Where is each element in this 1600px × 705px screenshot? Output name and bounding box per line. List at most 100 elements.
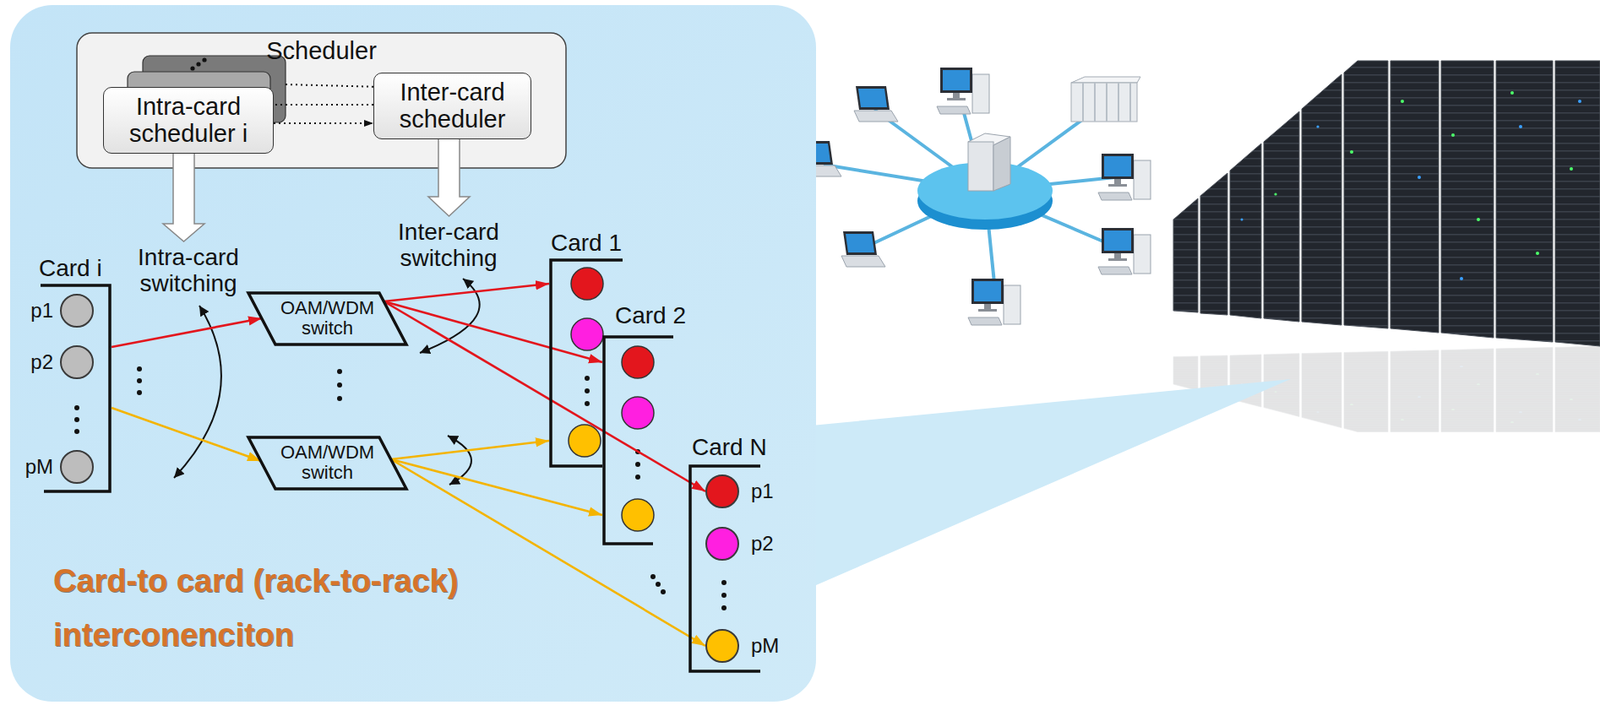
- scheduler-box: SchedulerIntra-card scheduler iInter-car…: [76, 32, 566, 169]
- dot: [195, 61, 201, 66]
- rack: [1263, 111, 1300, 322]
- rack: [1301, 74, 1342, 326]
- rack: [1441, 60, 1494, 338]
- double-arrow: [419, 278, 480, 354]
- node-text: Card-to card (rack-to-rack) interconenci…: [53, 555, 577, 664]
- rack-leds: [1240, 99, 1583, 281]
- annotation-label: Intra-card switching: [137, 244, 240, 297]
- port-circle: [571, 318, 604, 351]
- network-illustration: [797, 67, 1151, 326]
- port-circle: [571, 267, 604, 300]
- hollow-arrow: [428, 137, 470, 217]
- annotation-label: Inter-card switching: [397, 218, 500, 272]
- laptop-icon: [854, 86, 898, 122]
- port-circle: pM: [25, 450, 94, 485]
- node-text: pM: [751, 634, 779, 659]
- dot: [584, 388, 590, 394]
- computer-icon: [936, 67, 990, 115]
- dot: [337, 382, 343, 388]
- dot: [74, 429, 80, 435]
- rack: [1390, 60, 1439, 333]
- connector-arrow: [391, 440, 550, 460]
- node-text: OAM/WDM switch: [272, 442, 383, 484]
- card-bracket: Card 2: [602, 302, 700, 548]
- dot: [337, 369, 343, 375]
- card-outline: [549, 229, 626, 470]
- rack-leds: [1273, 91, 1573, 256]
- ellipsis-dots: [190, 57, 207, 71]
- server-box: [993, 136, 1011, 191]
- connector-arrow: [273, 122, 374, 125]
- port-circle-shape: [59, 345, 94, 380]
- callout-panel-fill: [10, 5, 817, 703]
- switch-box: OAM/WDM switch: [248, 293, 407, 345]
- card-bracket: Card N p1 p2 pM: [688, 434, 792, 675]
- led: [1417, 175, 1421, 180]
- port-circle-shape: [59, 293, 94, 328]
- connector-arrow: [384, 283, 550, 302]
- intra-scheduler-box: Intra-card scheduler i: [103, 87, 274, 154]
- port-circle: p2: [30, 345, 94, 380]
- connector-arrow: [384, 301, 603, 363]
- annotation-holder: Intra-card switching: [116, 244, 261, 298]
- node-text: Scheduler: [76, 32, 566, 66]
- dot: [136, 366, 142, 372]
- node-text: p1: [751, 479, 774, 504]
- node-text: p1: [30, 299, 54, 323]
- dot: [721, 605, 727, 611]
- led: [1400, 99, 1405, 104]
- computer-icon: [1098, 228, 1151, 275]
- dotted-arrow: [270, 103, 383, 106]
- dot: [721, 580, 727, 586]
- led: [1349, 150, 1354, 154]
- card-bracket: Card i p1 p2 pM: [21, 255, 112, 496]
- port-circle: [568, 424, 601, 458]
- card-bracket-line: [690, 466, 761, 672]
- dot: [74, 417, 80, 423]
- callout-pointer: [802, 379, 1291, 592]
- dot: [584, 401, 590, 407]
- led: [1518, 125, 1523, 129]
- card-outline: [602, 302, 700, 548]
- dot: [74, 405, 80, 411]
- led: [1569, 167, 1573, 171]
- switch-shape: [248, 293, 407, 345]
- port-circle-shape: [59, 450, 94, 485]
- node-text: p2: [751, 532, 774, 556]
- network-spokes: [823, 108, 1116, 292]
- dot: [655, 582, 661, 588]
- node-text: Card 1: [550, 229, 626, 257]
- rack: [1555, 60, 1600, 347]
- server-box: [968, 141, 994, 191]
- hollow-arrow: [163, 152, 205, 242]
- card-bracket-line: [604, 337, 674, 545]
- dot: [635, 474, 641, 480]
- rack: [1173, 198, 1198, 313]
- switch-box: OAM/WDM switch: [248, 437, 407, 490]
- laptop-icon: [841, 231, 886, 267]
- node-text: pM: [25, 455, 54, 479]
- node-text: Card i: [38, 255, 112, 283]
- led: [1476, 217, 1481, 222]
- rack: [1344, 60, 1388, 329]
- switch-shape: [248, 437, 407, 490]
- port-circle: pM: [705, 629, 779, 664]
- node-text: Card N: [691, 434, 792, 462]
- connector-arrow: [111, 408, 262, 462]
- port-circle: p1: [705, 474, 774, 509]
- led: [1273, 192, 1277, 196]
- port-circle: [621, 397, 654, 430]
- dot: [337, 396, 343, 402]
- led: [1510, 91, 1514, 95]
- rack: [1496, 60, 1553, 343]
- card-bracket-line: [550, 260, 623, 467]
- connector-arrow: [111, 318, 262, 348]
- led: [1459, 277, 1464, 281]
- dot: [721, 593, 727, 599]
- dot: [650, 574, 656, 580]
- card-bracket: Card 1: [549, 229, 626, 470]
- computer-icon: [1098, 153, 1151, 201]
- node-text: OAM/WDM switch: [272, 298, 383, 339]
- connector-arrow: [384, 301, 706, 492]
